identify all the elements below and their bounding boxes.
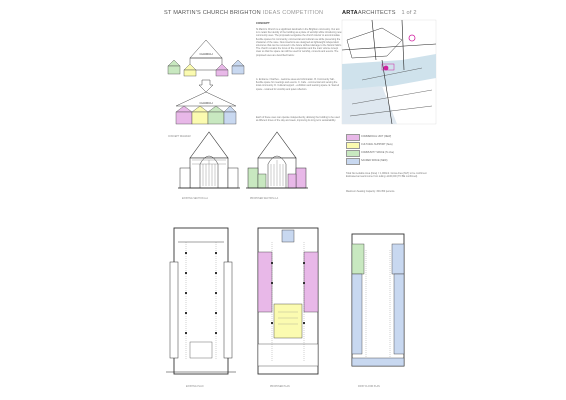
legend-swatch-cultural: [346, 142, 360, 149]
brand-block: ARTAARCHITECTS 1 of 2: [342, 10, 417, 16]
existing-section-drawing: [178, 131, 240, 189]
proposed-plan-caption: PROPOSED PLAN: [270, 386, 290, 388]
sheet-title: ST MARTIN'S CHURCH BRIGHTON IDEAS COMPET…: [164, 10, 323, 16]
project-title: ST MARTIN'S CHURCH BRIGHTON: [164, 10, 261, 16]
legend-swatch-commercial: [346, 134, 360, 141]
legend-label-cultural: CULTURAL SUPPORT (New): [361, 143, 393, 146]
existing-section-caption: EXISTING SECTION A-A: [182, 198, 208, 200]
presentation-sheet: ST MARTIN'S CHURCH BRIGHTON IDEAS COMPET…: [160, 8, 438, 394]
area-notes: Total Net Lettable Area (New) = 1,000m2.…: [346, 172, 427, 179]
concept-body: St Martin's Church is a significant land…: [256, 28, 342, 57]
existing-plan-caption: EXISTING PLAN: [186, 386, 204, 388]
legend-swatch-sacred: [346, 158, 360, 165]
proposed-plan-drawing: [257, 227, 319, 375]
legend-label-sacred: SACRED SPACE (NEW): [361, 159, 388, 162]
legend-swatch-community: [346, 150, 360, 157]
concept-list: A. Entrance / Narthex - welcome area and…: [256, 78, 340, 91]
proposed-section-drawing: [246, 131, 308, 189]
sheet-number: 1 of 2: [401, 10, 417, 16]
proposed-section-caption: PROPOSED SECTION A-A: [250, 198, 279, 200]
diagram-bottom-label: CHURCH: [200, 101, 213, 105]
concept-footer: Each of these uses can operate independe…: [256, 116, 340, 123]
brand-bold: ARTA: [342, 10, 358, 16]
legend-label-community: COMMUNITY SPACE (To Use): [361, 151, 394, 154]
first-floor-plan-drawing: [351, 233, 405, 367]
diagram-top-label: CHURCH: [200, 52, 213, 56]
first-floor-plan-caption: FIRST FLOOR PLAN: [358, 386, 380, 388]
location-map: [341, 19, 437, 125]
existing-plan-drawing: [166, 227, 236, 375]
legend-label-commercial: COMMERCIAL UNIT (NEW): [361, 135, 392, 138]
brand-rest: ARCHITECTS: [357, 10, 396, 16]
project-subtitle: IDEAS COMPETITION: [262, 10, 324, 16]
diagram-caption: CONCEPT DIAGRAM: [168, 136, 191, 138]
concept-diagram: CHURCH CHURCH: [167, 39, 245, 125]
concept-heading: CONCEPT: [256, 21, 270, 25]
capacity-note: Maximum Seating Capacity: 300-350 person…: [346, 190, 396, 193]
